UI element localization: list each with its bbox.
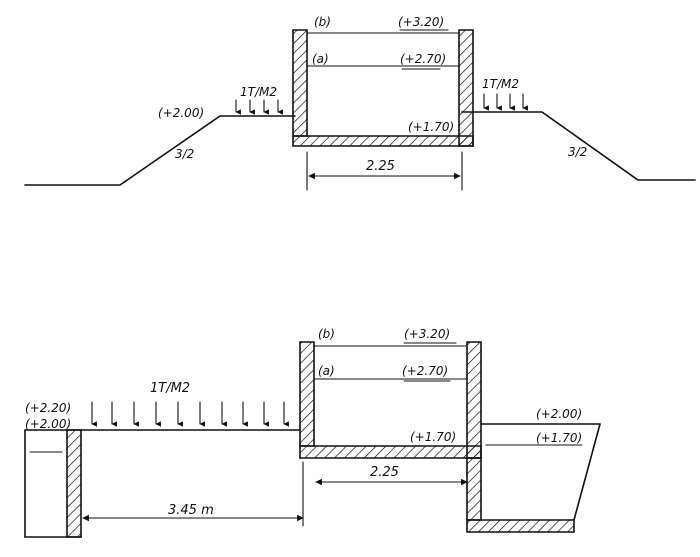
bottom-level-a-tag: (a): [318, 364, 335, 378]
bottom-right-base-slab: [466, 519, 575, 533]
bottom-left-top-level: (+2.20): [25, 401, 71, 415]
bottom-level-b-tag: (b): [318, 327, 335, 341]
bottom-width-label: 2.25: [370, 465, 399, 480]
bottom-floor-value: (+1.70): [410, 430, 456, 444]
top-level-a-tag: (a): [312, 52, 329, 66]
top-load-left: 1T/M2: [240, 85, 277, 99]
bottom-channel-left-wall: [299, 341, 315, 447]
top-slope-right: 3/2: [568, 145, 587, 159]
top-ground-left: [24, 115, 296, 186]
top-load-left-arrows: [235, 99, 283, 115]
bottom-distance-label: 3.45 m: [168, 503, 214, 518]
top-floor-slab: [292, 135, 474, 147]
bottom-load-label: 1T/M2: [150, 381, 190, 396]
top-ground-right: [461, 111, 696, 181]
top-level-a-value: (+2.70): [400, 52, 446, 66]
bottom-level-b-value: (+3.20): [404, 327, 450, 341]
bottom-left-wall: [66, 429, 82, 538]
bottom-load-arrows: [91, 401, 289, 427]
bottom-left-second-level: (+2.00): [25, 417, 71, 431]
top-load-right: 1T/M2: [482, 77, 519, 91]
top-section: (b) (+3.20) (a) (+2.70) (+1.70) (+2.00) …: [24, 15, 696, 191]
top-level-b-value: (+3.20): [398, 15, 444, 29]
top-floor-value: (+1.70): [408, 120, 454, 134]
bottom-right-stem-wall: [466, 457, 482, 521]
top-width-label: 2.25: [366, 159, 395, 174]
top-bank-level: (+2.00): [158, 106, 204, 120]
bottom-channel-right-wall: [466, 341, 482, 459]
top-load-right-arrows: [483, 93, 528, 111]
bottom-right-edge: [573, 423, 601, 521]
top-level-b-tag: (b): [314, 15, 331, 29]
bottom-channel-floor: [299, 445, 482, 459]
top-right-wall: [458, 29, 474, 147]
bottom-section: (+2.20) (+2.00) 1T/M2 3.45 m (b) (+: [24, 327, 601, 538]
bottom-right-second-level: (+1.70): [536, 431, 582, 445]
bottom-level-a-value: (+2.70): [402, 364, 448, 378]
top-slope-left: 3/2: [175, 147, 194, 161]
bottom-right-top-level: (+2.00): [536, 407, 582, 421]
top-left-wall: [292, 29, 308, 137]
